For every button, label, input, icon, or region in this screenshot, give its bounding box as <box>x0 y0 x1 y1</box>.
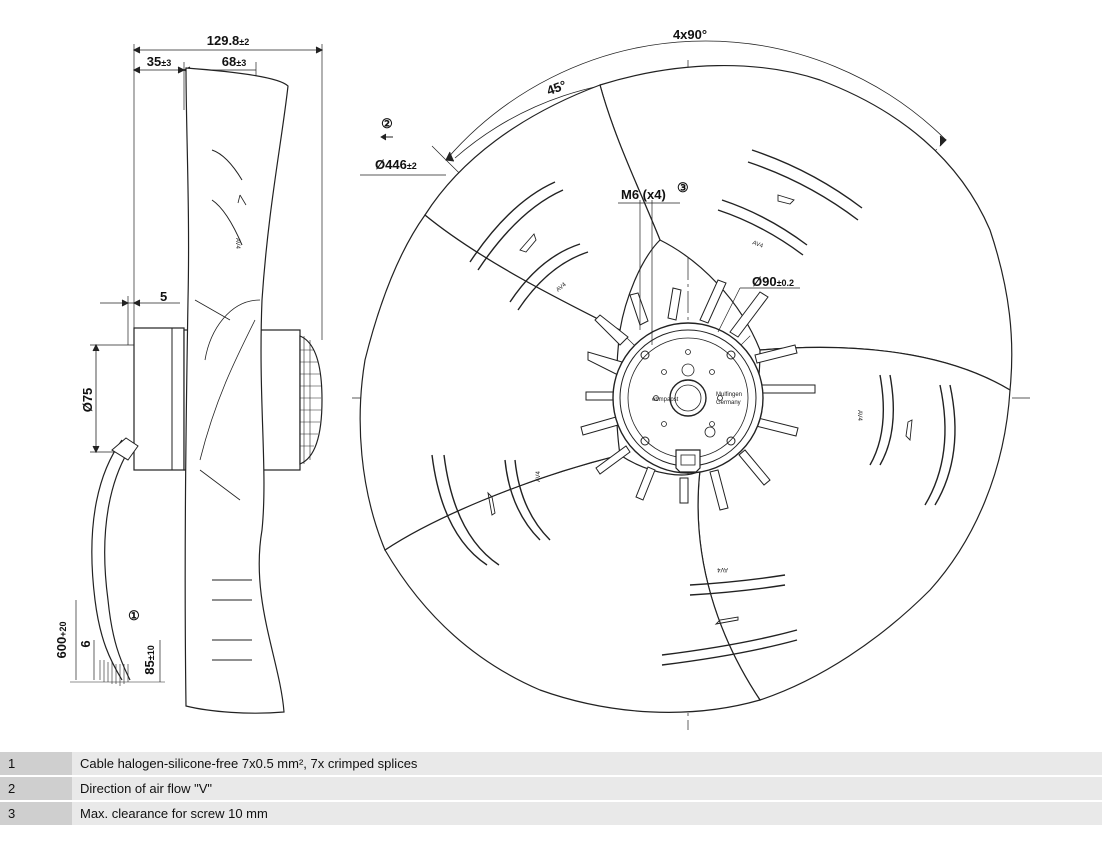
bolt-circle-label: Ø90±0.2 <box>752 274 794 289</box>
cable-length-label: 600+20 <box>54 622 69 659</box>
technical-drawing: 129.8±2 35±3 68±3 5 Ø75 600+20 6 85±10 ① <box>54 27 1030 730</box>
origin-line2: Germany <box>716 400 741 406</box>
gap-label: 5 <box>160 289 167 304</box>
rear-depth-label: 68±3 <box>222 54 246 69</box>
note-number: 2 <box>0 777 72 800</box>
overall-depth-label: 129.8±2 <box>207 33 250 48</box>
origin-line1: Mulfingen <box>716 392 742 398</box>
blade-mark: AV4 <box>751 240 764 250</box>
note-text: Max. clearance for screw 10 mm <box>72 802 1102 825</box>
angle-offset-label: 45° <box>545 77 569 98</box>
blade-mark: AV4 <box>536 470 542 482</box>
note-number: 3 <box>0 802 72 825</box>
note-text: Cable halogen-silicone-free 7x0.5 mm², 7… <box>72 752 1102 775</box>
front-depth-label: 35±3 <box>147 54 171 69</box>
screw-label: M6 (x4) <box>621 187 666 202</box>
callout-3: ③ <box>677 180 689 195</box>
hub-diameter-label: Ø75 <box>80 388 95 413</box>
blade-mark: AV4 <box>856 410 862 422</box>
callout-2: ② <box>381 116 393 131</box>
fan-diameter-label: Ø446±2 <box>375 157 417 172</box>
side-view <box>70 44 324 714</box>
angle-spacing-label: 4x90° <box>673 27 707 42</box>
splice-length-label: 85±10 <box>142 645 157 674</box>
note-number: 1 <box>0 752 72 775</box>
blade-mark: AV4 <box>716 566 728 572</box>
front-view <box>352 40 1030 730</box>
blade-mark: AV4 <box>234 238 240 250</box>
brand-mark: ebmpapst <box>652 397 679 403</box>
strip-length-label: 6 <box>78 640 93 647</box>
callout-1: ① <box>128 608 140 623</box>
note-text: Direction of air flow "V" <box>72 777 1102 800</box>
